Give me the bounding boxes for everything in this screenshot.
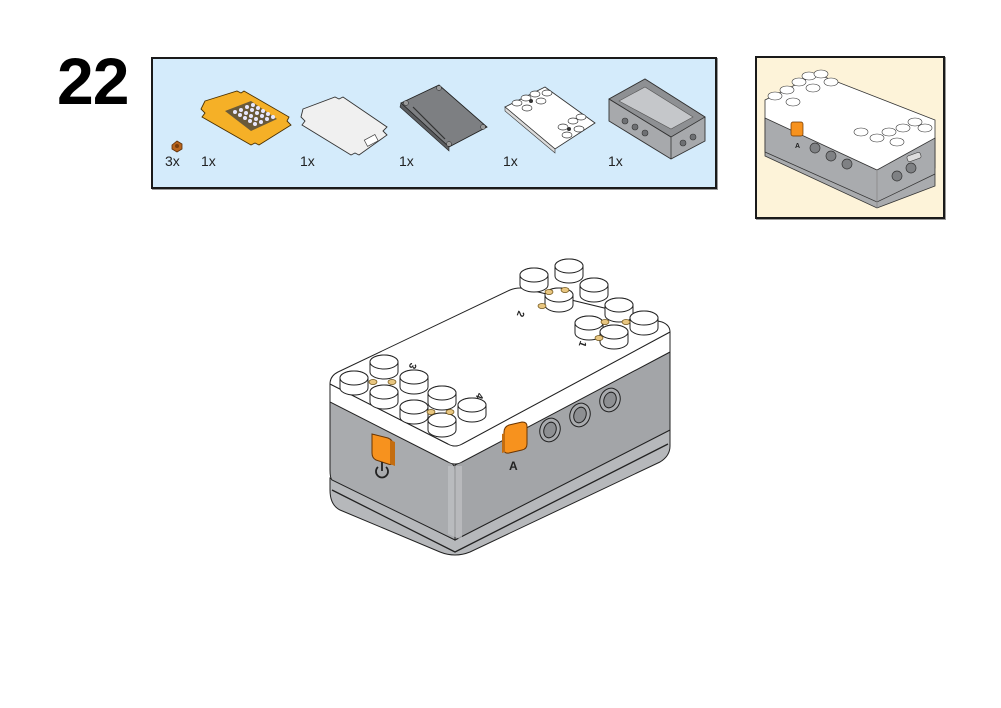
port-label-2: 2 [514, 309, 526, 318]
hub-base-lip [329, 429, 671, 556]
port-socket [599, 387, 621, 413]
part-orange-pin-connector [171, 140, 183, 153]
part-gray-hub-housing [608, 78, 706, 160]
part-qty-led-matrix-board: 1x [201, 153, 216, 169]
pin-holes [368, 287, 631, 415]
port-label-4: 4 [473, 391, 485, 400]
callout-button-a [790, 121, 804, 137]
hub-ports [539, 387, 621, 443]
hub-studs [339, 258, 659, 438]
stud-cluster-port-1 [574, 297, 659, 350]
button-a[interactable] [502, 421, 528, 454]
callout-button-a-label: A [795, 143, 800, 150]
port-label-1: 1 [576, 339, 588, 348]
part-white-stud-top-cover [504, 86, 596, 154]
callout-studs [767, 69, 933, 147]
callout-usb-port [906, 152, 922, 162]
stud-cluster-port-4 [399, 385, 487, 438]
led-dots [233, 103, 275, 126]
button-a-label: A [509, 459, 518, 473]
port-label-3: 3 [406, 361, 418, 370]
part-qty-orange-pin-connector: 3x [165, 153, 180, 169]
port-socket [539, 417, 561, 443]
power-icon [375, 462, 389, 479]
parts-list-panel: 3x 1x 1x 1x [151, 57, 717, 189]
power-button[interactable] [371, 433, 395, 466]
part-qty-white-stud-top-cover: 1x [503, 153, 518, 169]
part-white-circuit-plate [300, 96, 388, 156]
part-qty-gray-hub-housing: 1x [608, 153, 623, 169]
part-qty-gray-battery-plate: 1x [399, 153, 414, 169]
callout-ports [809, 142, 917, 182]
subassembly-callout: A [755, 56, 945, 219]
subassembly-hub-illustration: A [764, 69, 936, 209]
part-led-matrix-board [200, 90, 292, 146]
stud-cluster-port-3 [339, 354, 429, 410]
port-socket [569, 402, 591, 428]
step-number: 22 [57, 44, 129, 118]
part-gray-battery-plate [399, 84, 488, 152]
part-qty-white-circuit-plate: 1x [300, 153, 315, 169]
